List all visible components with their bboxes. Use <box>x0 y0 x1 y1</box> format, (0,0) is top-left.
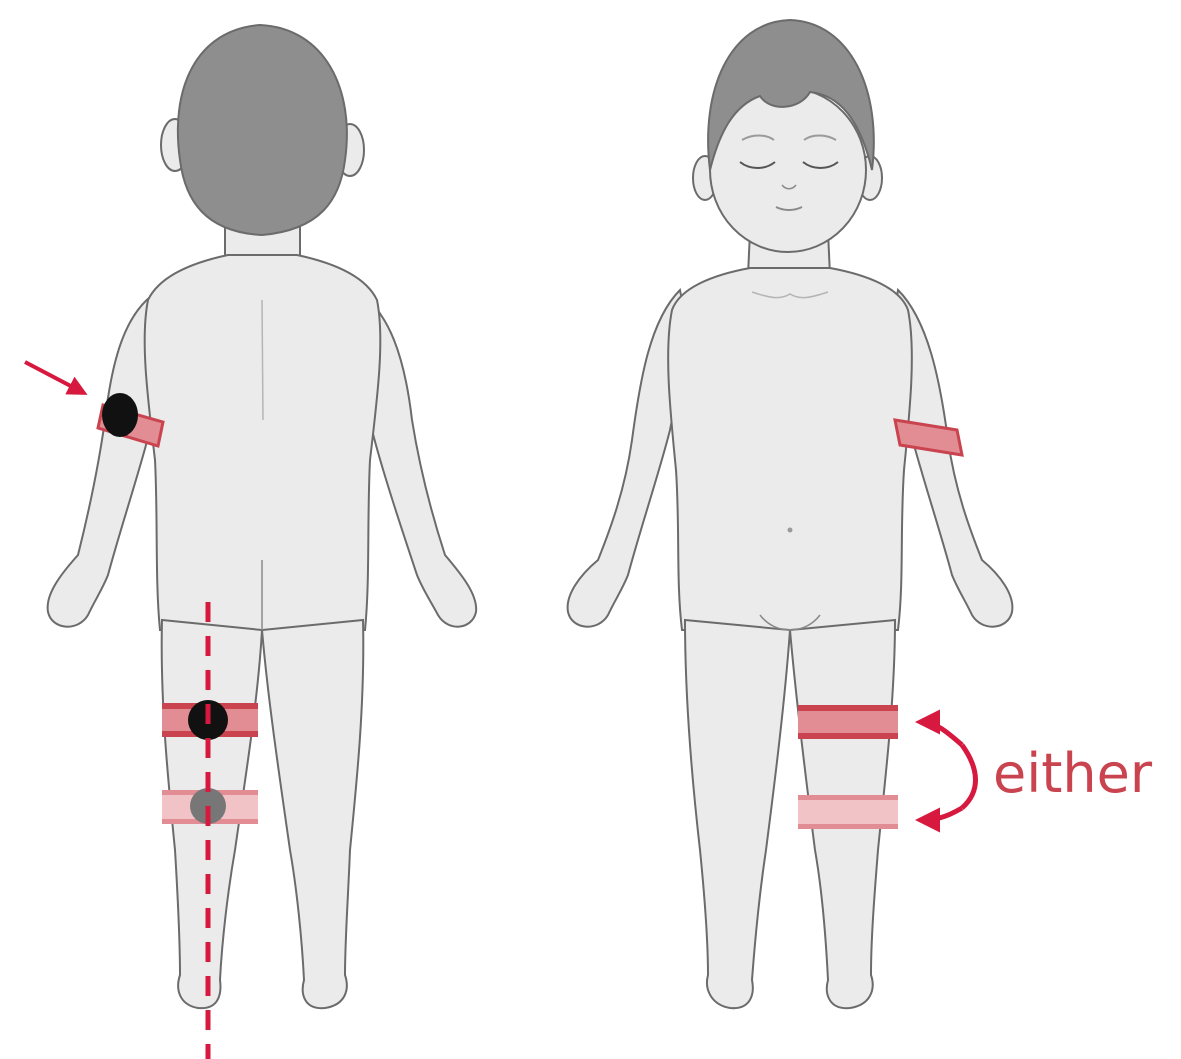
back-head-hair <box>178 25 347 235</box>
spine-line <box>262 300 263 420</box>
front-left-leg <box>685 620 790 1008</box>
child-back-view <box>48 25 477 1008</box>
measuring-band-edge <box>798 705 898 711</box>
front-torso <box>668 268 912 630</box>
either-arrow-lower <box>920 808 962 820</box>
either-arrow-upper <box>920 722 962 745</box>
navel <box>788 528 793 533</box>
child-front-view <box>568 20 1013 1008</box>
measuring-band-edge <box>798 733 898 739</box>
either-label: either <box>993 742 1153 805</box>
measuring-band-edge <box>798 795 898 800</box>
measuring-band-edge <box>798 824 898 829</box>
pointer-arrow <box>25 362 84 393</box>
back-right-leg <box>262 620 363 1008</box>
measuring-band <box>798 795 898 829</box>
either-arrow-curve <box>962 745 976 808</box>
electrode-dot <box>102 393 138 437</box>
